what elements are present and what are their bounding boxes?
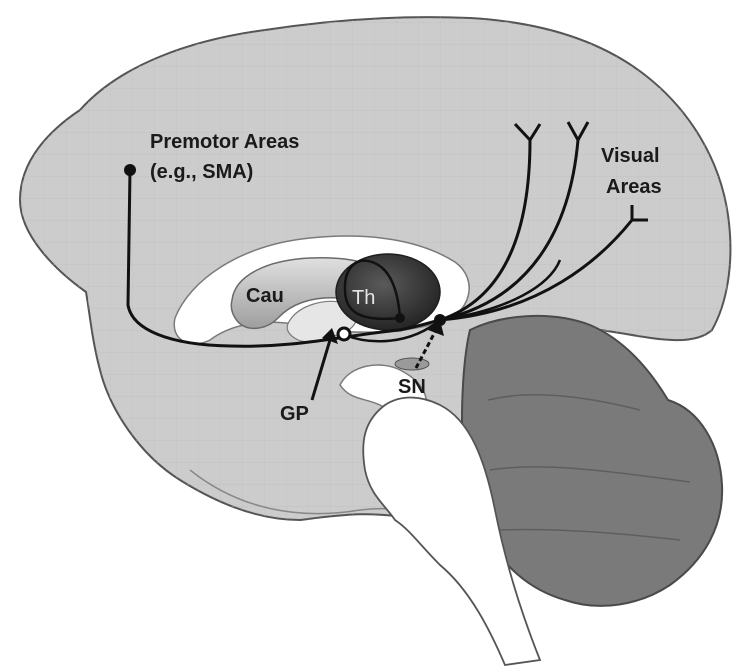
premotor-label-line1: Premotor Areas (150, 131, 299, 153)
gp-label: GP (280, 403, 309, 425)
sn-label: SN (398, 376, 426, 398)
caudate-label: Cau (246, 285, 284, 307)
visual-label-line2: Areas (606, 176, 662, 198)
visual-label-line1: Visual (601, 145, 660, 167)
premotor-origin-node (124, 164, 136, 176)
gp-node (338, 328, 350, 340)
substantia-nigra (395, 358, 429, 370)
thalamus-relay-node (395, 313, 405, 323)
premotor-label-line2: (e.g., SMA) (150, 161, 253, 183)
thalamus-label: Th (352, 287, 375, 309)
